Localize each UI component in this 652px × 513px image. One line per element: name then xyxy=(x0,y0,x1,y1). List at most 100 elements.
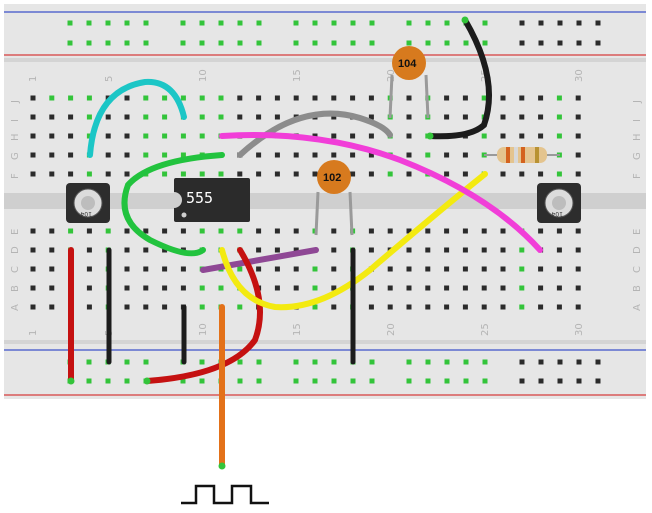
breadboard-hole[interactable] xyxy=(124,133,130,139)
rail-hole[interactable] xyxy=(482,359,488,365)
rail-hole[interactable] xyxy=(199,359,205,365)
rail-hole[interactable] xyxy=(519,378,525,384)
breadboard-hole[interactable] xyxy=(556,114,562,120)
breadboard-hole[interactable] xyxy=(124,247,130,253)
breadboard-hole[interactable] xyxy=(49,171,55,177)
breadboard-hole[interactable] xyxy=(312,171,318,177)
rail-hole[interactable] xyxy=(237,20,243,26)
breadboard-hole[interactable] xyxy=(105,171,111,177)
breadboard-hole[interactable] xyxy=(481,95,487,101)
breadboard-hole[interactable] xyxy=(49,133,55,139)
breadboard-hole[interactable] xyxy=(124,152,130,158)
breadboard-hole[interactable] xyxy=(538,228,544,234)
breadboard-hole[interactable] xyxy=(575,266,581,272)
breadboard-hole[interactable] xyxy=(274,95,280,101)
breadboard-hole[interactable] xyxy=(68,114,74,120)
breadboard-hole[interactable] xyxy=(368,171,374,177)
breadboard-hole[interactable] xyxy=(30,171,36,177)
breadboard-hole[interactable] xyxy=(425,266,431,272)
potentiometer-left[interactable]: 104 xyxy=(66,183,110,223)
rail-hole[interactable] xyxy=(519,20,525,26)
breadboard-hole[interactable] xyxy=(293,152,299,158)
breadboard-hole[interactable] xyxy=(500,114,506,120)
breadboard-hole[interactable] xyxy=(256,95,262,101)
breadboard-hole[interactable] xyxy=(256,266,262,272)
breadboard-hole[interactable] xyxy=(368,114,374,120)
breadboard-hole[interactable] xyxy=(368,304,374,310)
rail-hole[interactable] xyxy=(538,40,544,46)
breadboard-hole[interactable] xyxy=(519,133,525,139)
rail-hole[interactable] xyxy=(482,40,488,46)
rail-hole[interactable] xyxy=(519,359,525,365)
breadboard-hole[interactable] xyxy=(368,133,374,139)
breadboard-hole[interactable] xyxy=(86,285,92,291)
breadboard-hole[interactable] xyxy=(519,95,525,101)
rail-hole[interactable] xyxy=(557,40,563,46)
breadboard-hole[interactable] xyxy=(49,247,55,253)
breadboard-hole[interactable] xyxy=(406,114,412,120)
breadboard-hole[interactable] xyxy=(444,304,450,310)
breadboard-hole[interactable] xyxy=(575,247,581,253)
rail-hole[interactable] xyxy=(237,378,243,384)
breadboard-hole[interactable] xyxy=(519,285,525,291)
breadboard-hole[interactable] xyxy=(274,171,280,177)
breadboard-hole[interactable] xyxy=(387,304,393,310)
breadboard-hole[interactable] xyxy=(462,171,468,177)
breadboard-hole[interactable] xyxy=(481,285,487,291)
breadboard-hole[interactable] xyxy=(105,114,111,120)
breadboard-hole[interactable] xyxy=(556,228,562,234)
breadboard-hole[interactable] xyxy=(538,266,544,272)
breadboard-hole[interactable] xyxy=(538,285,544,291)
rail-hole[interactable] xyxy=(199,378,205,384)
rail-hole[interactable] xyxy=(86,359,92,365)
breadboard-hole[interactable] xyxy=(143,152,149,158)
rail-hole[interactable] xyxy=(350,378,356,384)
rail-hole[interactable] xyxy=(444,40,450,46)
breadboard-hole[interactable] xyxy=(519,114,525,120)
breadboard-hole[interactable] xyxy=(368,228,374,234)
breadboard-hole[interactable] xyxy=(500,304,506,310)
breadboard-hole[interactable] xyxy=(274,247,280,253)
rail-hole[interactable] xyxy=(444,20,450,26)
breadboard-hole[interactable] xyxy=(331,304,337,310)
rail-hole[interactable] xyxy=(331,20,337,26)
breadboard-hole[interactable] xyxy=(444,95,450,101)
wire-black-rail[interactable] xyxy=(427,17,492,140)
breadboard-hole[interactable] xyxy=(256,171,262,177)
rail-hole[interactable] xyxy=(180,40,186,46)
rail-hole[interactable] xyxy=(143,20,149,26)
breadboard-hole[interactable] xyxy=(180,152,186,158)
rail-hole[interactable] xyxy=(86,20,92,26)
rail-hole[interactable] xyxy=(256,20,262,26)
breadboard-hole[interactable] xyxy=(143,304,149,310)
rail-hole[interactable] xyxy=(369,359,375,365)
rail-hole[interactable] xyxy=(331,359,337,365)
breadboard-hole[interactable] xyxy=(481,133,487,139)
breadboard-hole[interactable] xyxy=(556,171,562,177)
breadboard-hole[interactable] xyxy=(556,266,562,272)
breadboard-hole[interactable] xyxy=(86,228,92,234)
breadboard-hole[interactable] xyxy=(425,152,431,158)
breadboard-hole[interactable] xyxy=(274,114,280,120)
breadboard-hole[interactable] xyxy=(293,171,299,177)
breadboard-hole[interactable] xyxy=(30,114,36,120)
breadboard-hole[interactable] xyxy=(180,133,186,139)
rail-hole[interactable] xyxy=(218,40,224,46)
rail-hole[interactable] xyxy=(406,20,412,26)
breadboard-hole[interactable] xyxy=(575,152,581,158)
rail-hole[interactable] xyxy=(406,40,412,46)
breadboard-hole[interactable] xyxy=(162,304,168,310)
breadboard-hole[interactable] xyxy=(556,247,562,253)
breadboard-hole[interactable] xyxy=(368,247,374,253)
rail-hole[interactable] xyxy=(406,378,412,384)
breadboard-hole[interactable] xyxy=(331,95,337,101)
breadboard-hole[interactable] xyxy=(444,285,450,291)
breadboard-hole[interactable] xyxy=(462,266,468,272)
rail-hole[interactable] xyxy=(312,359,318,365)
rail-hole[interactable] xyxy=(180,20,186,26)
breadboard-hole[interactable] xyxy=(68,171,74,177)
breadboard-hole[interactable] xyxy=(30,95,36,101)
rail-hole[interactable] xyxy=(124,378,130,384)
breadboard-hole[interactable] xyxy=(406,95,412,101)
breadboard-hole[interactable] xyxy=(162,152,168,158)
